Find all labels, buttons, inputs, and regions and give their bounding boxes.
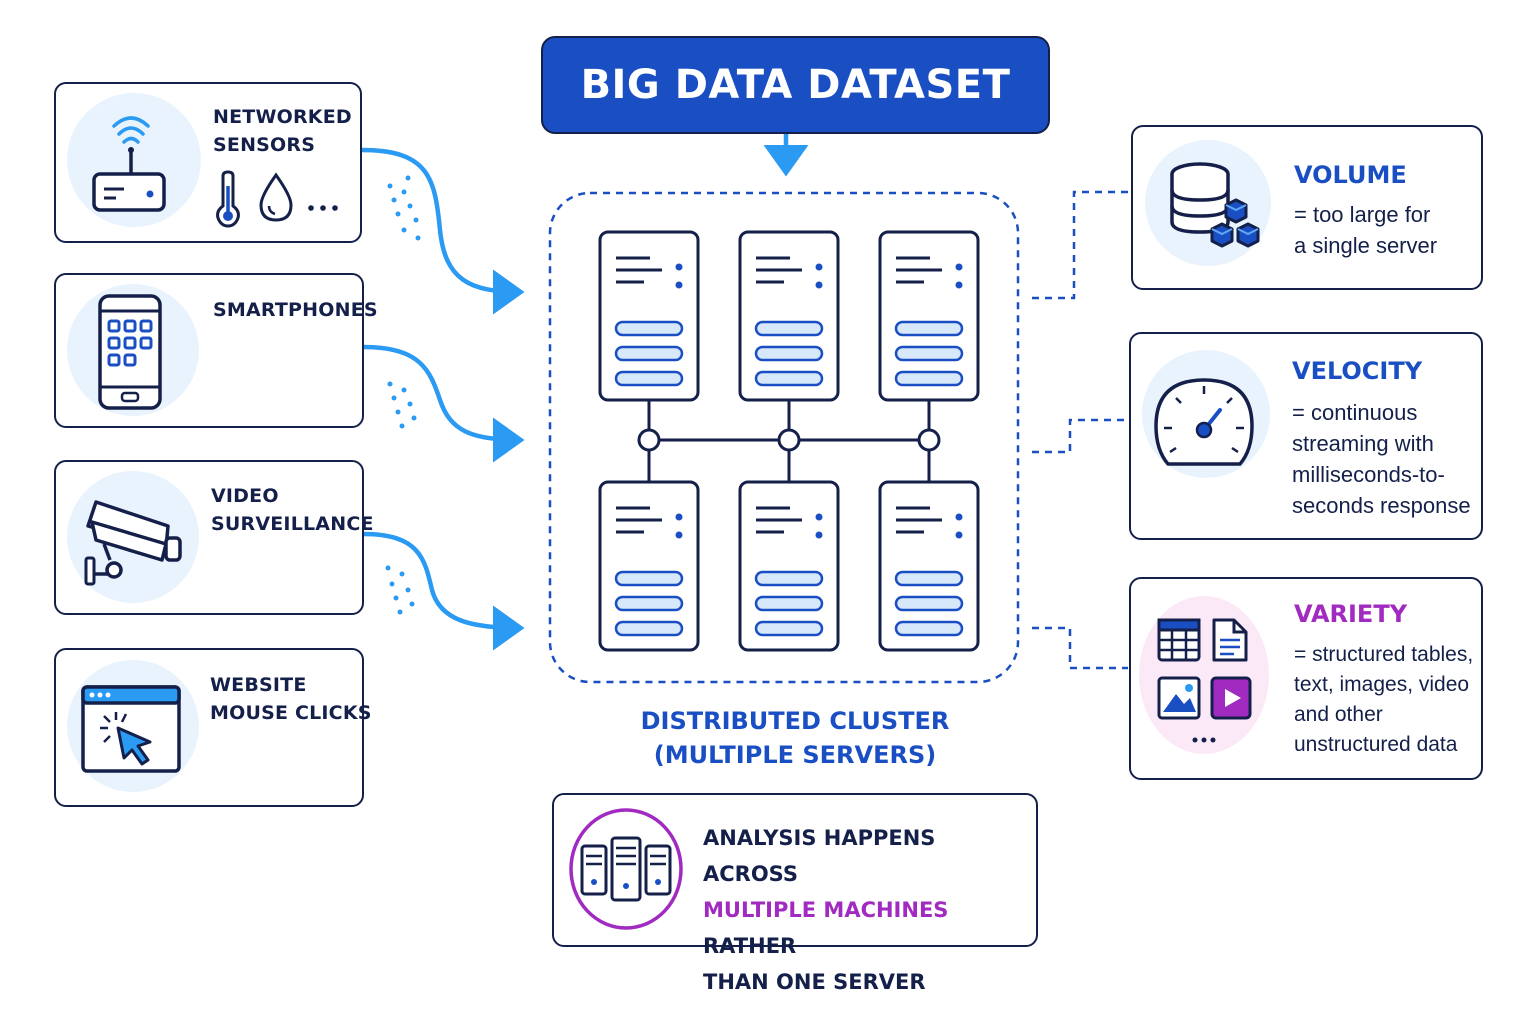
server-interconnect: [637, 400, 941, 482]
velocity-description: = continuous streaming with milliseconds…: [1292, 400, 1471, 518]
server-unit: [738, 480, 840, 652]
server-grid: [598, 230, 980, 652]
server-unit: [878, 230, 980, 402]
cluster-label-line1: DISTRIBUTED CLUSTER: [640, 707, 950, 735]
page-title: BIG DATA DATASET: [580, 62, 1011, 108]
thermometer-icon: [216, 170, 240, 228]
volume-heading: VOLUME: [1294, 161, 1407, 189]
server-unit: [738, 230, 840, 402]
server-unit: [878, 480, 980, 652]
cluster-boundary: [548, 191, 1020, 684]
ellipsis-icon: [308, 205, 338, 211]
analysis-text: ANALYSIS HAPPENS ACROSS MULTIPLE MACHINE…: [703, 820, 1033, 1000]
analysis-line2: MULTIPLE MACHINES RATHER: [703, 892, 1033, 964]
servers-group-icon: [569, 808, 683, 930]
source-label-video: VIDEO SURVEILLANCE: [211, 485, 374, 535]
analysis-highlight: MULTIPLE MACHINES: [703, 898, 949, 922]
data-particles: [385, 175, 421, 615]
variety-heading: VARIETY: [1294, 600, 1408, 628]
cluster-label-line2: (MULTIPLE SERVERS): [653, 741, 937, 769]
browser-click-icon: [81, 685, 181, 773]
connector-volume: [1032, 190, 1130, 300]
velocity-heading: VELOCITY: [1292, 357, 1423, 385]
source-label-smartphones: SMARTPHONES: [213, 299, 378, 321]
security-camera-icon: [84, 500, 182, 586]
source-label-web: WEBSITE MOUSE CLICKS: [210, 674, 372, 724]
server-unit: [598, 480, 700, 652]
water-drop-icon: [259, 172, 293, 222]
router-icon: [92, 116, 166, 212]
data-types-icon: [1157, 618, 1252, 743]
smartphone-icon: [98, 294, 162, 410]
source-label-sensors: NETWORKED SENSORS: [213, 106, 352, 156]
analysis-line3: THAN ONE SERVER: [703, 970, 926, 994]
analysis-line1: ANALYSIS HAPPENS ACROSS: [703, 826, 936, 886]
volume-description: = too large for a single server: [1294, 202, 1438, 258]
database-cubes-icon: [1170, 162, 1260, 248]
analysis-line2-rest: RATHER: [703, 934, 797, 958]
variety-description: = structured tables, text, images, video…: [1294, 643, 1474, 756]
server-unit: [598, 230, 700, 402]
flow-arrow-sensors: [361, 147, 525, 315]
flow-arrow-smartphones: [363, 344, 525, 463]
speedometer-icon: [1154, 378, 1254, 466]
connector-variety: [1032, 626, 1128, 670]
title-banner: BIG DATA DATASET: [541, 36, 1050, 134]
flow-arrow-video: [363, 531, 525, 651]
cluster-label: DISTRIBUTED CLUSTER (MULTIPLE SERVERS): [600, 704, 990, 772]
connector-velocity: [1032, 418, 1128, 454]
